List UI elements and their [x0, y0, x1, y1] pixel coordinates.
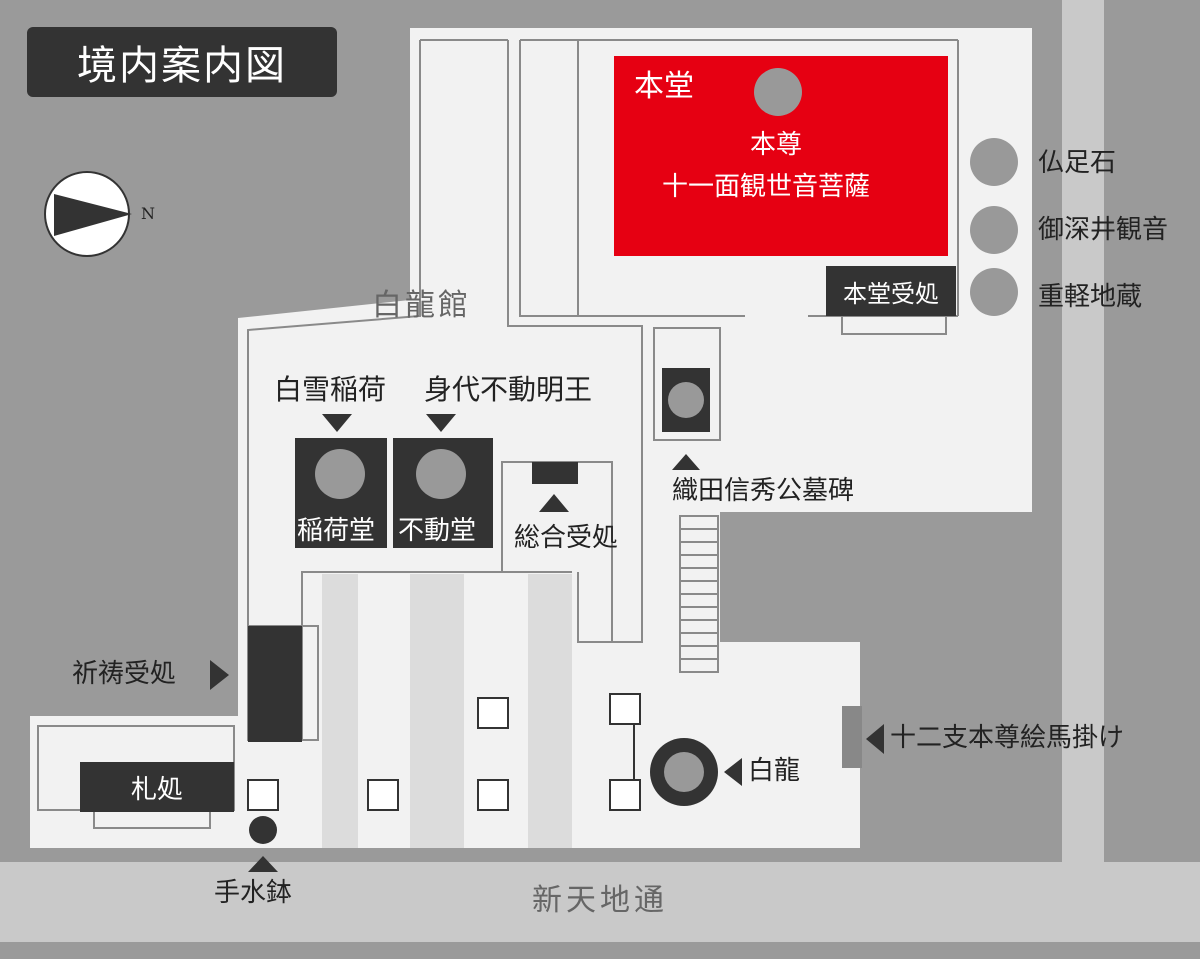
honzon-name: 十一面観世音菩薩	[662, 172, 871, 202]
arrow-inari	[322, 414, 352, 432]
monument-marker	[668, 382, 704, 418]
water-basin[interactable]	[249, 816, 277, 844]
main-hall-reception-label: 本堂受処	[843, 279, 939, 308]
arrow-ema	[866, 724, 884, 754]
ema-board[interactable]	[842, 706, 862, 768]
stairs	[679, 515, 719, 673]
monument-label[interactable]: 織田信秀公墓碑	[672, 476, 855, 506]
compass-arrow-icon	[54, 194, 132, 236]
migawari-fudo-label: 身代不動明王	[424, 373, 593, 406]
hakuryukan-label: 白龍館	[372, 288, 471, 323]
amulet-office-label: 札処	[130, 774, 183, 805]
arrow-fudo	[426, 414, 456, 432]
compass-label: N	[141, 204, 155, 223]
omokaru-jizo-marker[interactable]	[970, 268, 1018, 316]
compass	[44, 171, 132, 257]
amulet-office[interactable]: 札処	[80, 762, 234, 812]
arrow-reception	[539, 494, 569, 512]
fudo-marker	[416, 449, 466, 499]
street-name: 新天地通	[532, 883, 668, 918]
side-item-omokaru-jizo[interactable]: 重軽地蔵	[1038, 282, 1143, 312]
hakuryu-marker	[664, 752, 704, 792]
prayer-reception-label[interactable]: 祈祷受処	[72, 659, 177, 689]
general-reception-booth[interactable]	[532, 462, 578, 484]
map-title-text: 境内案内図	[77, 43, 287, 89]
main-hall-name: 本堂	[634, 69, 694, 104]
street-road	[0, 862, 1200, 942]
pointer-arrows	[210, 414, 884, 872]
honzon-label: 本尊	[750, 130, 803, 160]
arrow-monument	[672, 454, 700, 470]
arrow-hakuryu	[724, 758, 742, 786]
main-hall-marker	[754, 68, 802, 116]
paving-stripes	[322, 574, 572, 848]
arrow-prayer	[210, 660, 229, 690]
arrow-water	[248, 856, 278, 872]
bussokuseki-marker[interactable]	[970, 138, 1018, 186]
inari-hall-label: 稲荷堂	[297, 516, 376, 546]
inari-marker	[315, 449, 365, 499]
general-reception-label[interactable]: 総合受処	[514, 523, 619, 553]
omii-kannon-marker[interactable]	[970, 206, 1018, 254]
hakuryu-label[interactable]: 白龍	[748, 756, 801, 786]
prayer-reception-booth[interactable]	[248, 626, 302, 742]
map-title: 境内案内図	[27, 27, 337, 97]
water-basin-label[interactable]: 手水鉢	[214, 878, 293, 908]
wall-outlines	[37, 39, 959, 829]
side-road	[1062, 0, 1104, 862]
ema-label[interactable]: 十二支本尊絵馬掛け	[890, 723, 1125, 753]
fudo-hall-label: 不動堂	[398, 516, 477, 546]
side-item-omii-kannon[interactable]: 御深井観音	[1038, 215, 1169, 245]
small-squares	[247, 693, 641, 811]
shirayuki-inari-label: 白雪稲荷	[274, 373, 387, 406]
main-hall-reception[interactable]: 本堂受処	[826, 266, 956, 316]
side-item-bussokuseki[interactable]: 仏足石	[1038, 148, 1117, 178]
